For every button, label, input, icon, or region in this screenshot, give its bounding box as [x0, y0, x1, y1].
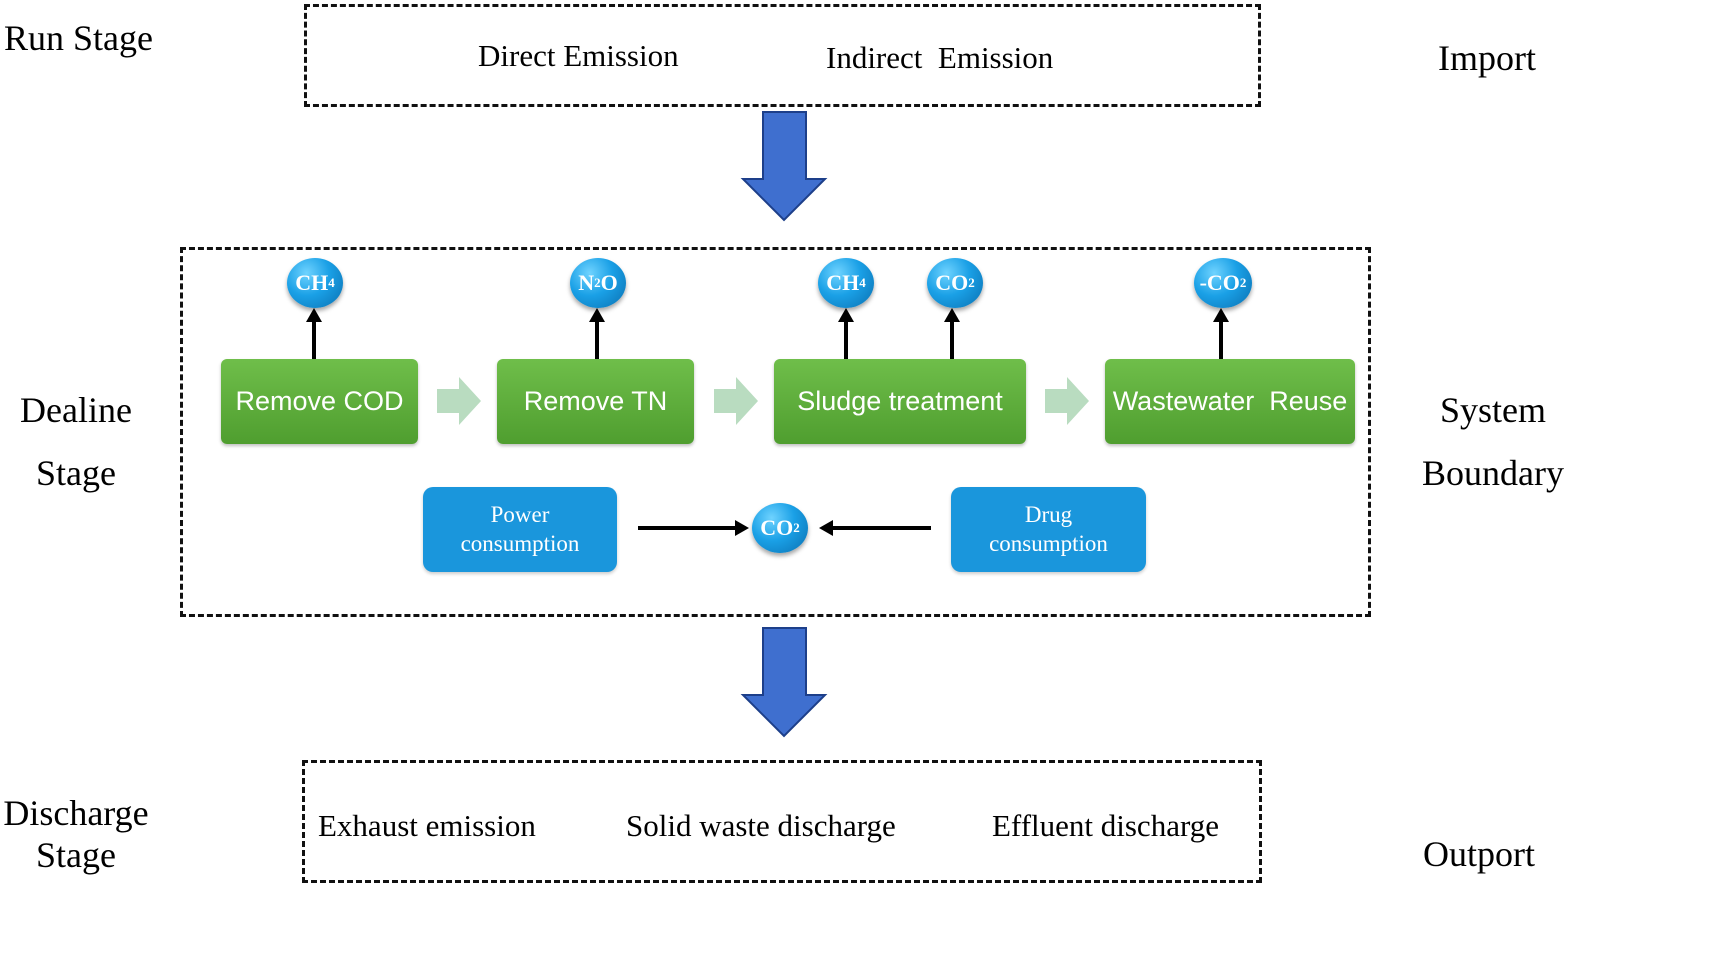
up-arrowhead-icon [306, 308, 322, 322]
gas-sub: 4 [859, 275, 866, 290]
power-line1: Power [490, 501, 550, 527]
connector-line [1219, 320, 1223, 360]
up-arrowhead-icon [589, 308, 605, 322]
discharge-stage-box [302, 760, 1262, 883]
drug-to-co2-line [832, 526, 931, 530]
outport-label: Outport [1423, 834, 1535, 874]
connector-line [844, 320, 848, 360]
step-arrow-icon [437, 377, 481, 425]
gas-label: -CO [1199, 270, 1240, 295]
power-consumption-box: Power consumption [423, 487, 617, 572]
dealine-line1: Dealine [20, 390, 132, 430]
gas-sub: 2 [968, 275, 975, 290]
power-line2: consumption [460, 530, 580, 556]
gas-label: CH [826, 270, 860, 295]
gas-label: CO [760, 515, 794, 540]
right-arrowhead-icon [735, 520, 749, 536]
gas-label: CH [295, 270, 329, 295]
dealine-line2: Stage [36, 453, 116, 493]
system-line2: Boundary [1422, 453, 1564, 493]
discharge-stage-label: Discharge Stage [0, 795, 152, 873]
down-arrow-icon [740, 627, 828, 738]
gas-sub: 2 [594, 275, 601, 290]
left-arrowhead-icon [819, 520, 833, 536]
power-to-co2-line [638, 526, 736, 530]
system-boundary-label: System Boundary [1418, 392, 1568, 491]
drug-line2: consumption [989, 530, 1108, 556]
system-boundary-box [180, 247, 1371, 617]
gas-label: N [578, 270, 595, 295]
gas-tail: O [600, 270, 618, 295]
wastewater-reuse-box: Wastewater Reuse [1105, 359, 1355, 444]
import-label: Import [1438, 38, 1536, 78]
remove-tn-box: Remove TN [497, 359, 694, 444]
sludge-treatment-box: Sludge treatment [774, 359, 1026, 444]
dealine-stage-label: Dealine Stage [0, 392, 152, 491]
connector-line [595, 320, 599, 360]
exhaust-emission-text: Exhaust emission [318, 808, 536, 843]
gas-sub: 2 [1239, 275, 1247, 290]
connector-line [312, 320, 316, 360]
step-arrow-icon [714, 377, 758, 425]
up-arrowhead-icon [1213, 308, 1229, 322]
effluent-discharge-text: Effluent discharge [992, 808, 1219, 843]
direct-emission-text: Direct Emission [478, 38, 679, 73]
gas-label: CO [935, 270, 969, 295]
remove-cod-box: Remove COD [221, 359, 418, 444]
run-stage-box [304, 4, 1261, 107]
drug-line1: Drug [1024, 501, 1073, 527]
indirect-emission-text: Indirect Emission [826, 40, 1054, 75]
up-arrowhead-icon [944, 308, 960, 322]
system-line1: System [1439, 390, 1546, 430]
down-arrow-icon [740, 111, 828, 222]
solid-waste-discharge-text: Solid waste discharge [626, 808, 896, 843]
discharge-line2: Stage [36, 835, 116, 875]
connector-line [950, 320, 954, 360]
discharge-line1: Discharge [3, 793, 149, 833]
gas-sub: 2 [793, 520, 800, 535]
step-arrow-icon [1045, 377, 1089, 425]
up-arrowhead-icon [838, 308, 854, 322]
drug-consumption-box: Drug consumption [951, 487, 1146, 572]
run-stage-label: Run Stage [4, 18, 153, 58]
gas-sub: 4 [328, 275, 335, 290]
